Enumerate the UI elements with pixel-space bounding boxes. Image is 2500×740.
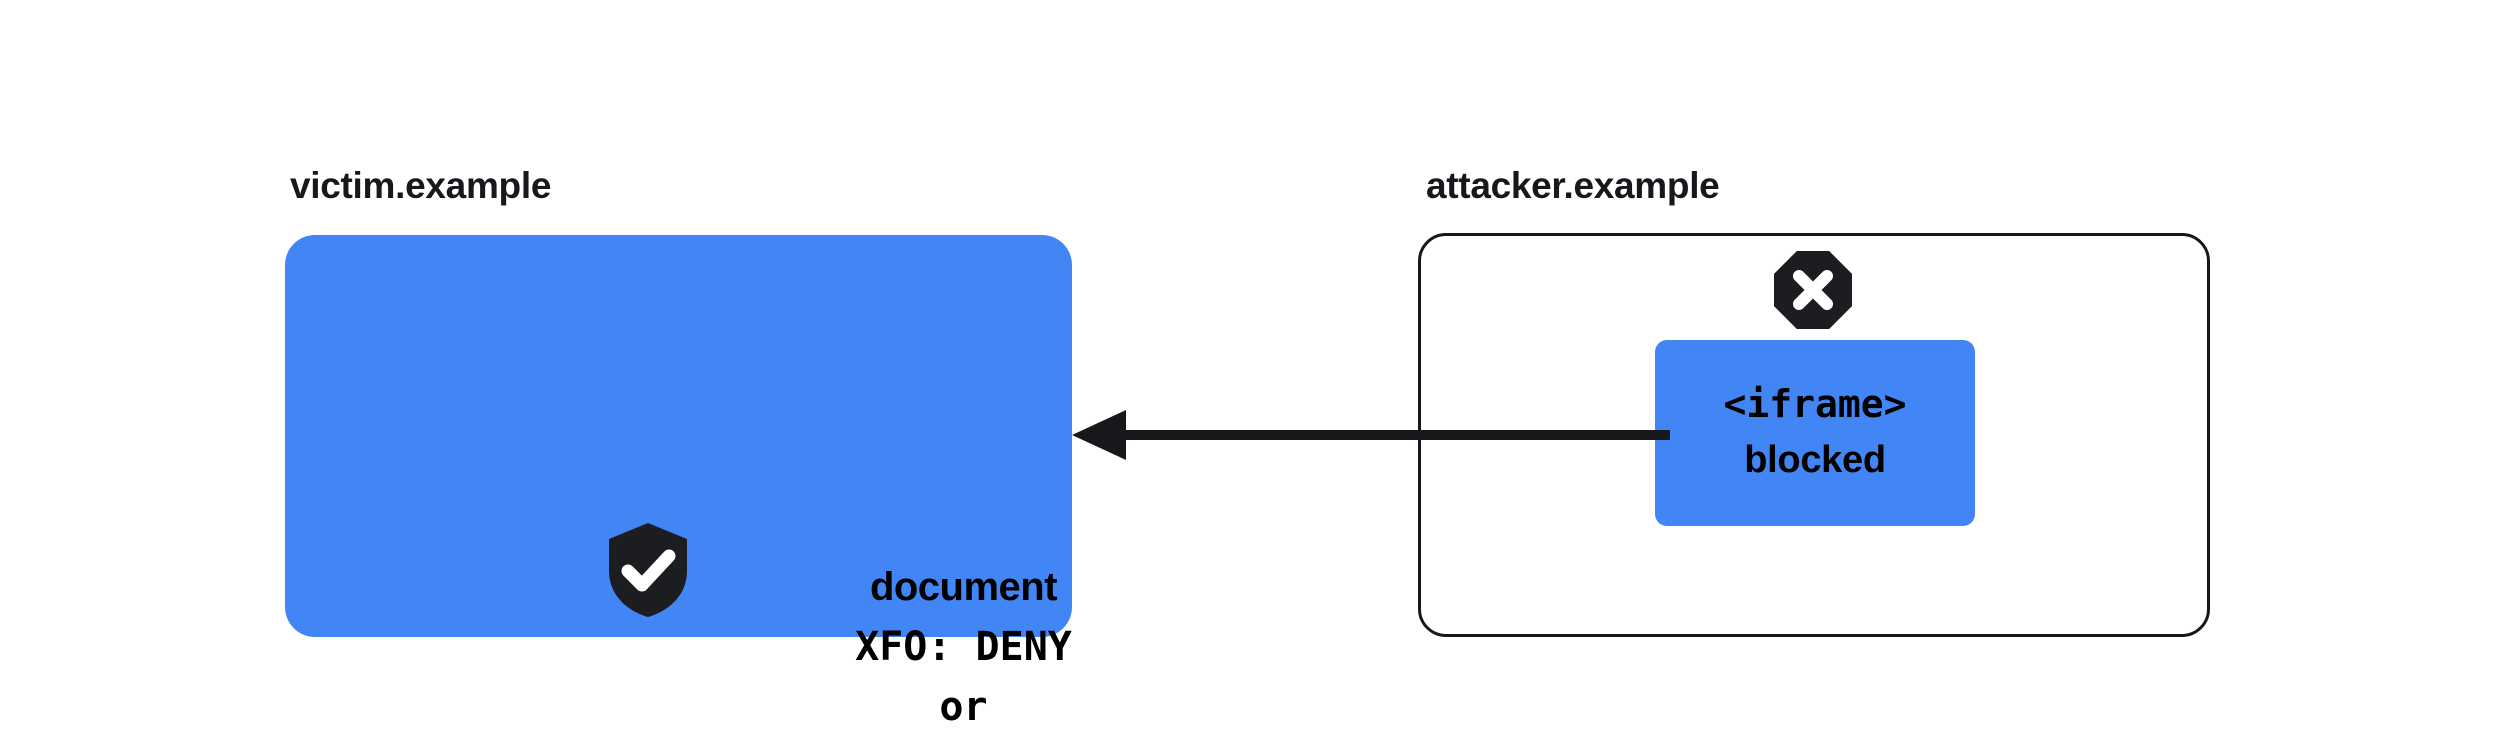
victim-policy-text: document XFO: DENY or CSP: frame-ancesto… — [570, 557, 1357, 740]
shield-check-icon — [609, 523, 687, 617]
victim-line-or: or — [939, 684, 988, 730]
victim-line-document: document — [869, 565, 1058, 609]
attacker-origin-label: attacker.example — [1426, 165, 1720, 206]
blocked-request-arrow — [1060, 400, 1670, 470]
iframe-line-blocked: blocked — [1744, 439, 1886, 481]
victim-document-panel: document XFO: DENY or CSP: frame-ancesto… — [285, 235, 1072, 730]
attacker-iframe-box: <iframe> blocked — [1655, 340, 1975, 526]
iframe-line-tag: <iframe> — [1723, 382, 1907, 426]
iframe-box-text: <iframe> blocked — [1655, 376, 1975, 488]
victim-line-xfo: XFO: DENY — [855, 624, 1072, 670]
victim-origin-label: victim.example — [290, 165, 552, 206]
blocked-x-octagon-icon — [1774, 251, 1852, 329]
